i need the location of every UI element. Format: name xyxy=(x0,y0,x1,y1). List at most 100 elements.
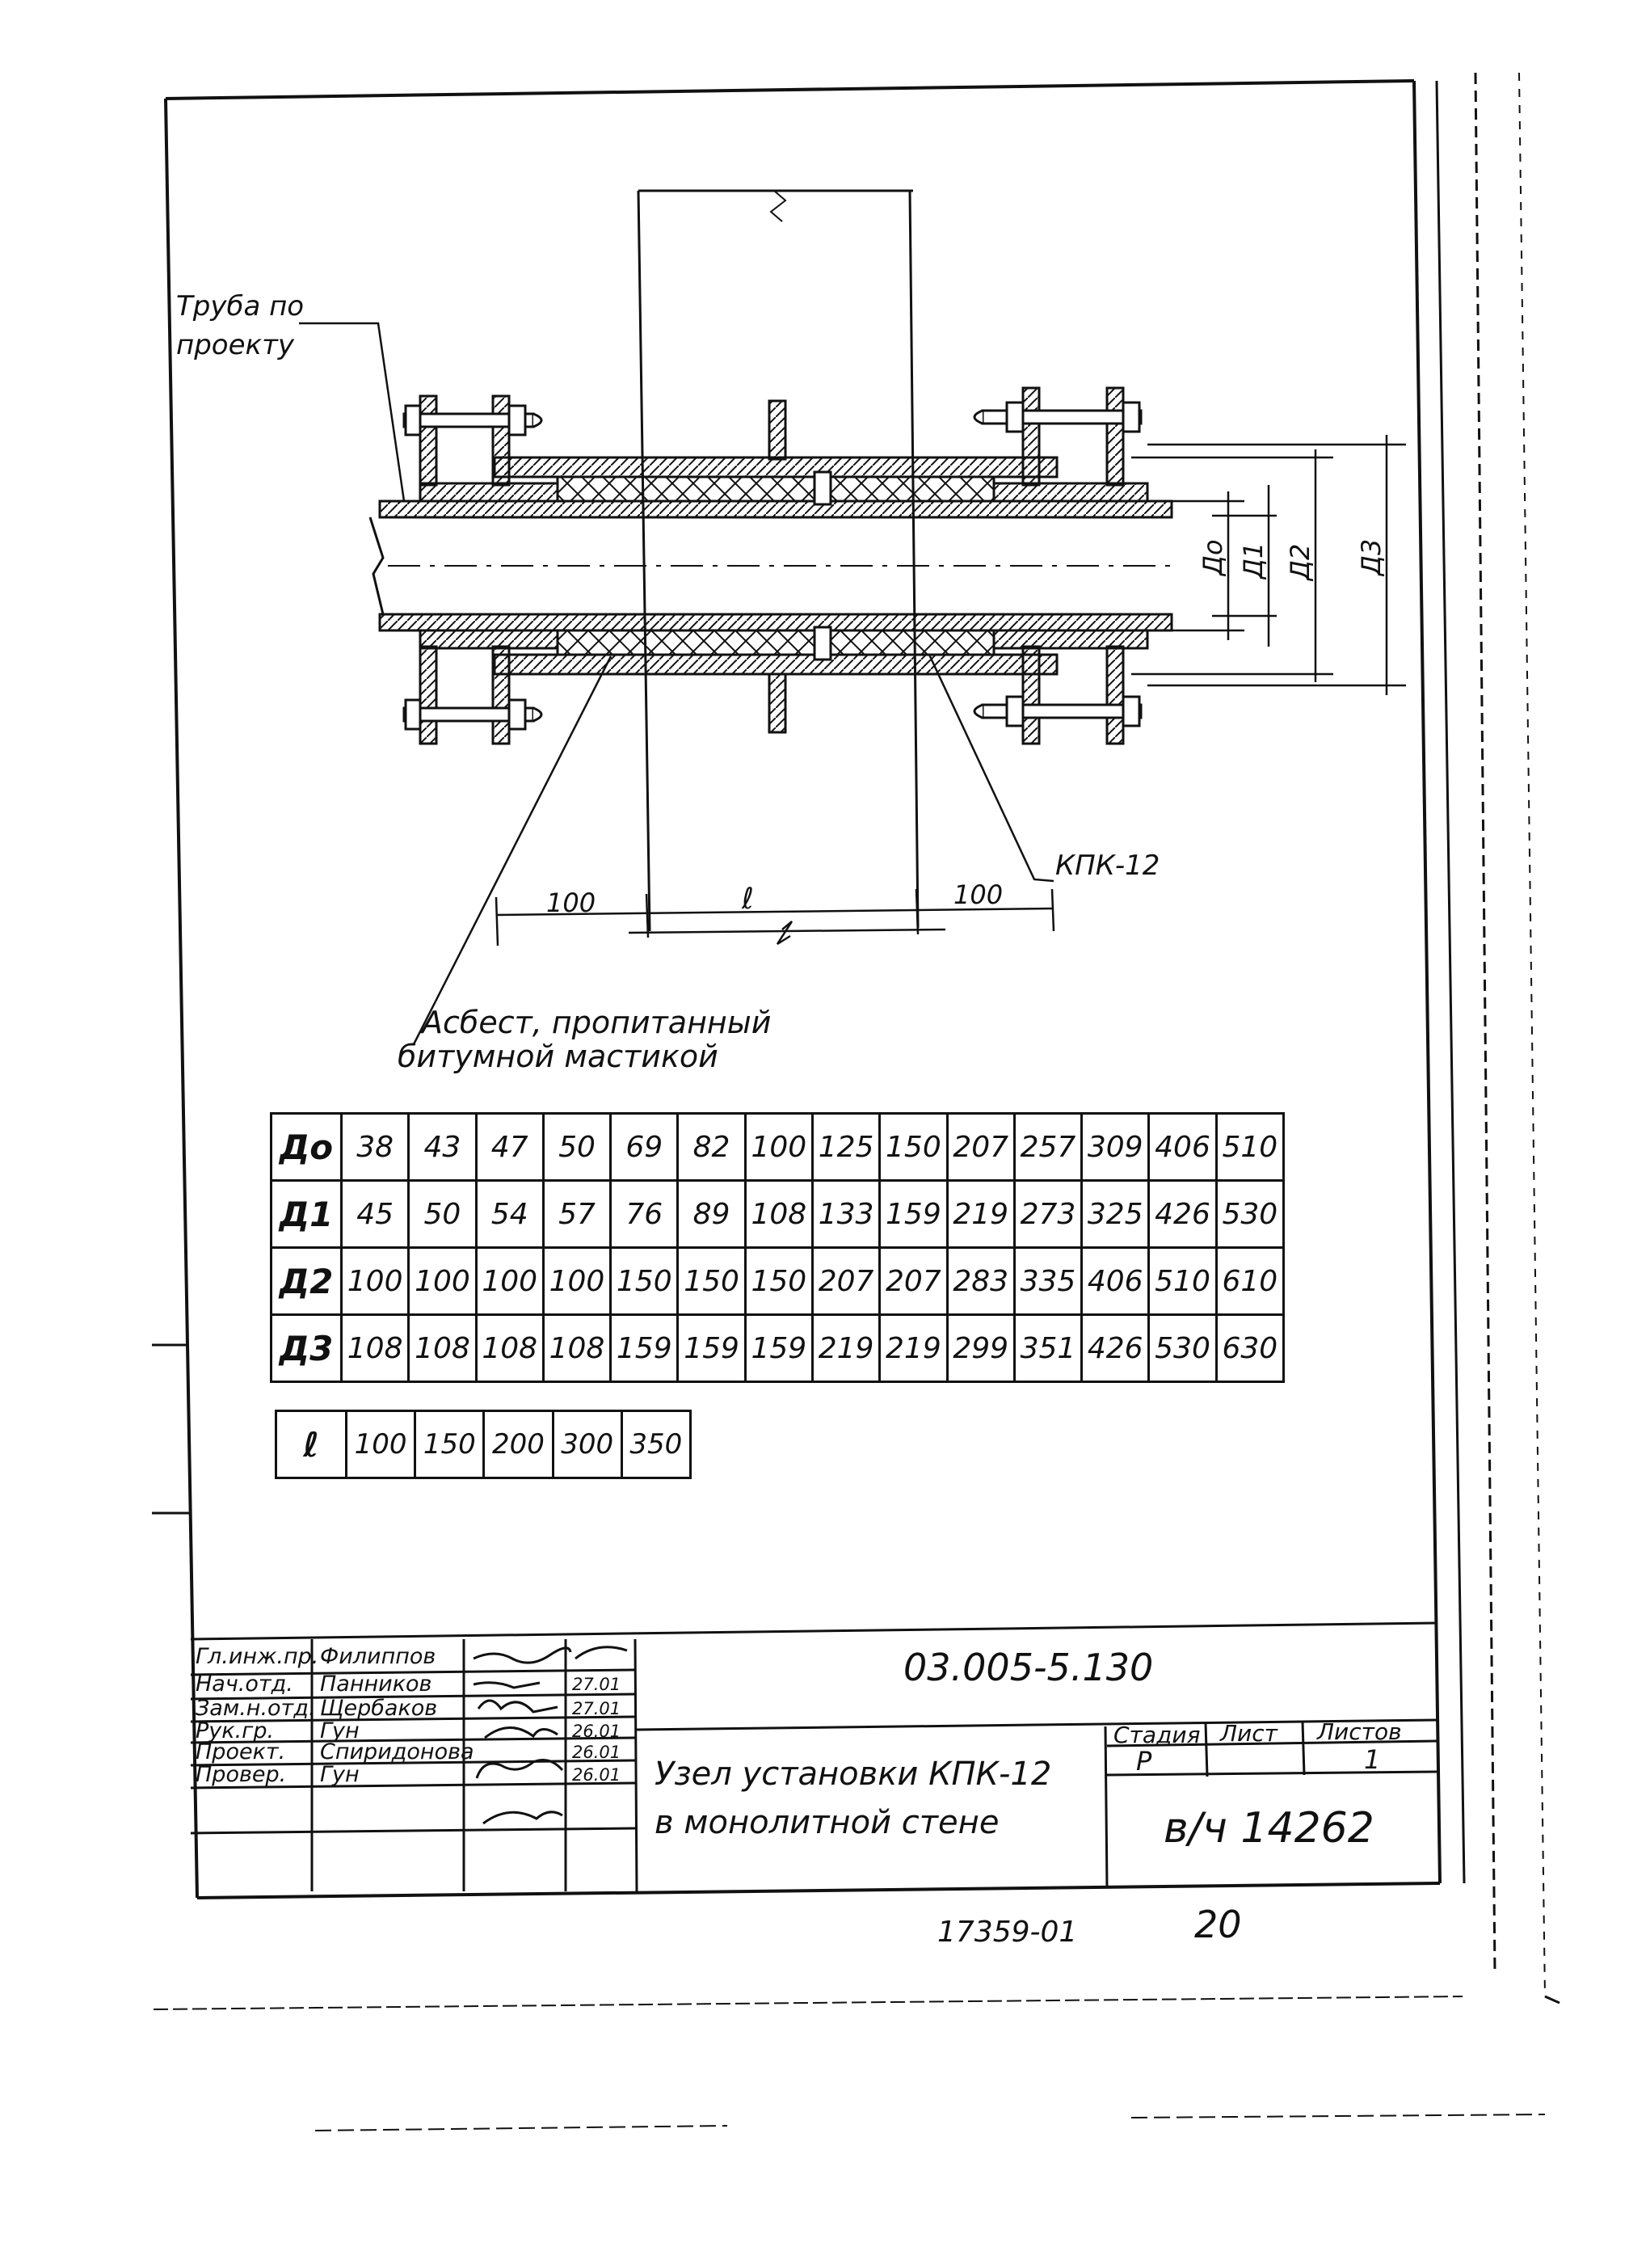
sig-name: Филиппов xyxy=(320,1644,436,1669)
table-cell: 54 xyxy=(474,1179,545,1249)
dim-l: ℓ xyxy=(741,883,754,916)
table-cell: 100 xyxy=(407,1246,478,1316)
organization: в/ч 14262 xyxy=(1164,1804,1374,1853)
d0-label: До xyxy=(1198,539,1228,577)
sig-name: Панников xyxy=(320,1671,432,1697)
asbestos-label-line2: битумной мастикой xyxy=(398,1039,718,1074)
sig-role: Гл.инж.пр. xyxy=(196,1644,319,1669)
stage-header: Стадия xyxy=(1113,1722,1201,1748)
table-cell: 257 xyxy=(1012,1112,1084,1182)
table-cell: 299 xyxy=(945,1313,1016,1383)
table-cell: 510 xyxy=(1147,1246,1218,1316)
sheets-value: 1 xyxy=(1364,1744,1381,1775)
table-cell: 150 xyxy=(743,1246,814,1316)
table-cell: 335 xyxy=(1012,1246,1084,1316)
table-cell: 76 xyxy=(609,1179,680,1249)
table-cell: 530 xyxy=(1214,1179,1286,1249)
sig-role: Нач.отд. xyxy=(196,1671,293,1697)
archive-number: 17359-01 xyxy=(937,1916,1078,1949)
pipe xyxy=(368,500,1173,632)
table-cell: 325 xyxy=(1080,1179,1151,1249)
wall xyxy=(637,189,920,932)
sig-role: Провер. xyxy=(196,1762,287,1787)
table-cell: 150 xyxy=(878,1112,949,1182)
sig-date: 26.01 xyxy=(572,1722,621,1741)
table-cell: 406 xyxy=(1147,1112,1218,1182)
table-cell: 219 xyxy=(810,1313,882,1383)
row-label: Д2 xyxy=(270,1246,343,1316)
table-cell: 45 xyxy=(339,1179,410,1249)
dim-100-left: 100 xyxy=(546,887,596,918)
length-cell: 100 xyxy=(344,1410,417,1479)
table-cell: 108 xyxy=(339,1313,410,1383)
title-line2: в монолитной стене xyxy=(655,1804,1000,1841)
table-cell: 50 xyxy=(407,1179,478,1249)
table-cell: 426 xyxy=(1147,1179,1218,1249)
sheet-frame xyxy=(152,72,1560,2131)
table-cell: 426 xyxy=(1080,1313,1151,1383)
table-cell: 108 xyxy=(743,1179,814,1249)
sig-role: Рук.гр. xyxy=(196,1718,275,1743)
table-cell: 159 xyxy=(743,1313,814,1383)
table-cell: 50 xyxy=(541,1112,612,1182)
sig-name: Гун xyxy=(320,1718,360,1743)
table-cell: 630 xyxy=(1214,1313,1286,1383)
table-cell: 530 xyxy=(1147,1313,1218,1383)
asbestos-label-line1: Асбест, пропитанный xyxy=(419,1005,771,1040)
table-cell: 89 xyxy=(676,1179,747,1249)
row-label: Д3 xyxy=(270,1313,343,1383)
stage-value: Р xyxy=(1136,1746,1152,1777)
table-cell: 125 xyxy=(810,1112,882,1182)
table-cell: 57 xyxy=(541,1179,612,1249)
table-cell: 38 xyxy=(339,1112,410,1182)
length-cell: 300 xyxy=(551,1410,623,1479)
pipe-label-line1: Труба по xyxy=(176,290,304,322)
table-cell: 43 xyxy=(407,1112,478,1182)
sig-date: 26.01 xyxy=(572,1765,621,1785)
signature-scribbles xyxy=(473,1646,628,1825)
length-table: ℓ 100 150 200 300 350 xyxy=(275,1410,692,1479)
length-cell: 200 xyxy=(482,1410,554,1479)
row-label: До xyxy=(270,1112,343,1182)
table-cell: 207 xyxy=(810,1246,882,1316)
table-cell: 100 xyxy=(474,1246,545,1316)
length-row-label: ℓ xyxy=(275,1410,347,1479)
table-cell: 283 xyxy=(945,1246,1016,1316)
table-cell: 510 xyxy=(1214,1112,1286,1182)
length-dimensions xyxy=(495,888,1055,946)
table-cell: 150 xyxy=(609,1246,680,1316)
table-cell: 219 xyxy=(945,1179,1016,1249)
diameter-dimensions xyxy=(1131,435,1406,695)
leader-lines xyxy=(299,322,1054,1045)
d2-label: Д2 xyxy=(1285,544,1315,582)
table-cell: 351 xyxy=(1012,1313,1084,1383)
table-cell: 207 xyxy=(878,1246,949,1316)
table-cell: 207 xyxy=(945,1112,1016,1182)
dim-100-right: 100 xyxy=(953,879,1003,910)
sig-name: Щербаков xyxy=(320,1696,438,1721)
table-cell: 82 xyxy=(676,1112,747,1182)
title-line1: Узел установки КПК-12 xyxy=(655,1756,1052,1793)
sheet-header: Лист xyxy=(1220,1720,1278,1747)
title-block-grid xyxy=(190,1621,1437,1892)
table-cell: 69 xyxy=(609,1112,680,1182)
sig-name: Спиридонова xyxy=(320,1739,474,1764)
table-cell: 159 xyxy=(609,1313,680,1383)
table-cell: 133 xyxy=(810,1179,882,1249)
table-cell: 47 xyxy=(474,1112,545,1182)
sig-date: 26.01 xyxy=(572,1743,621,1762)
table-cell: 273 xyxy=(1012,1179,1084,1249)
length-cell: 350 xyxy=(620,1410,692,1479)
pipe-label-line2: проекту xyxy=(176,329,295,361)
table-cell: 159 xyxy=(676,1313,747,1383)
table-cell: 100 xyxy=(339,1246,410,1316)
table-cell: 159 xyxy=(878,1179,949,1249)
doc-number: 03.005-5.130 xyxy=(903,1646,1154,1689)
table-cell: 100 xyxy=(541,1246,612,1316)
